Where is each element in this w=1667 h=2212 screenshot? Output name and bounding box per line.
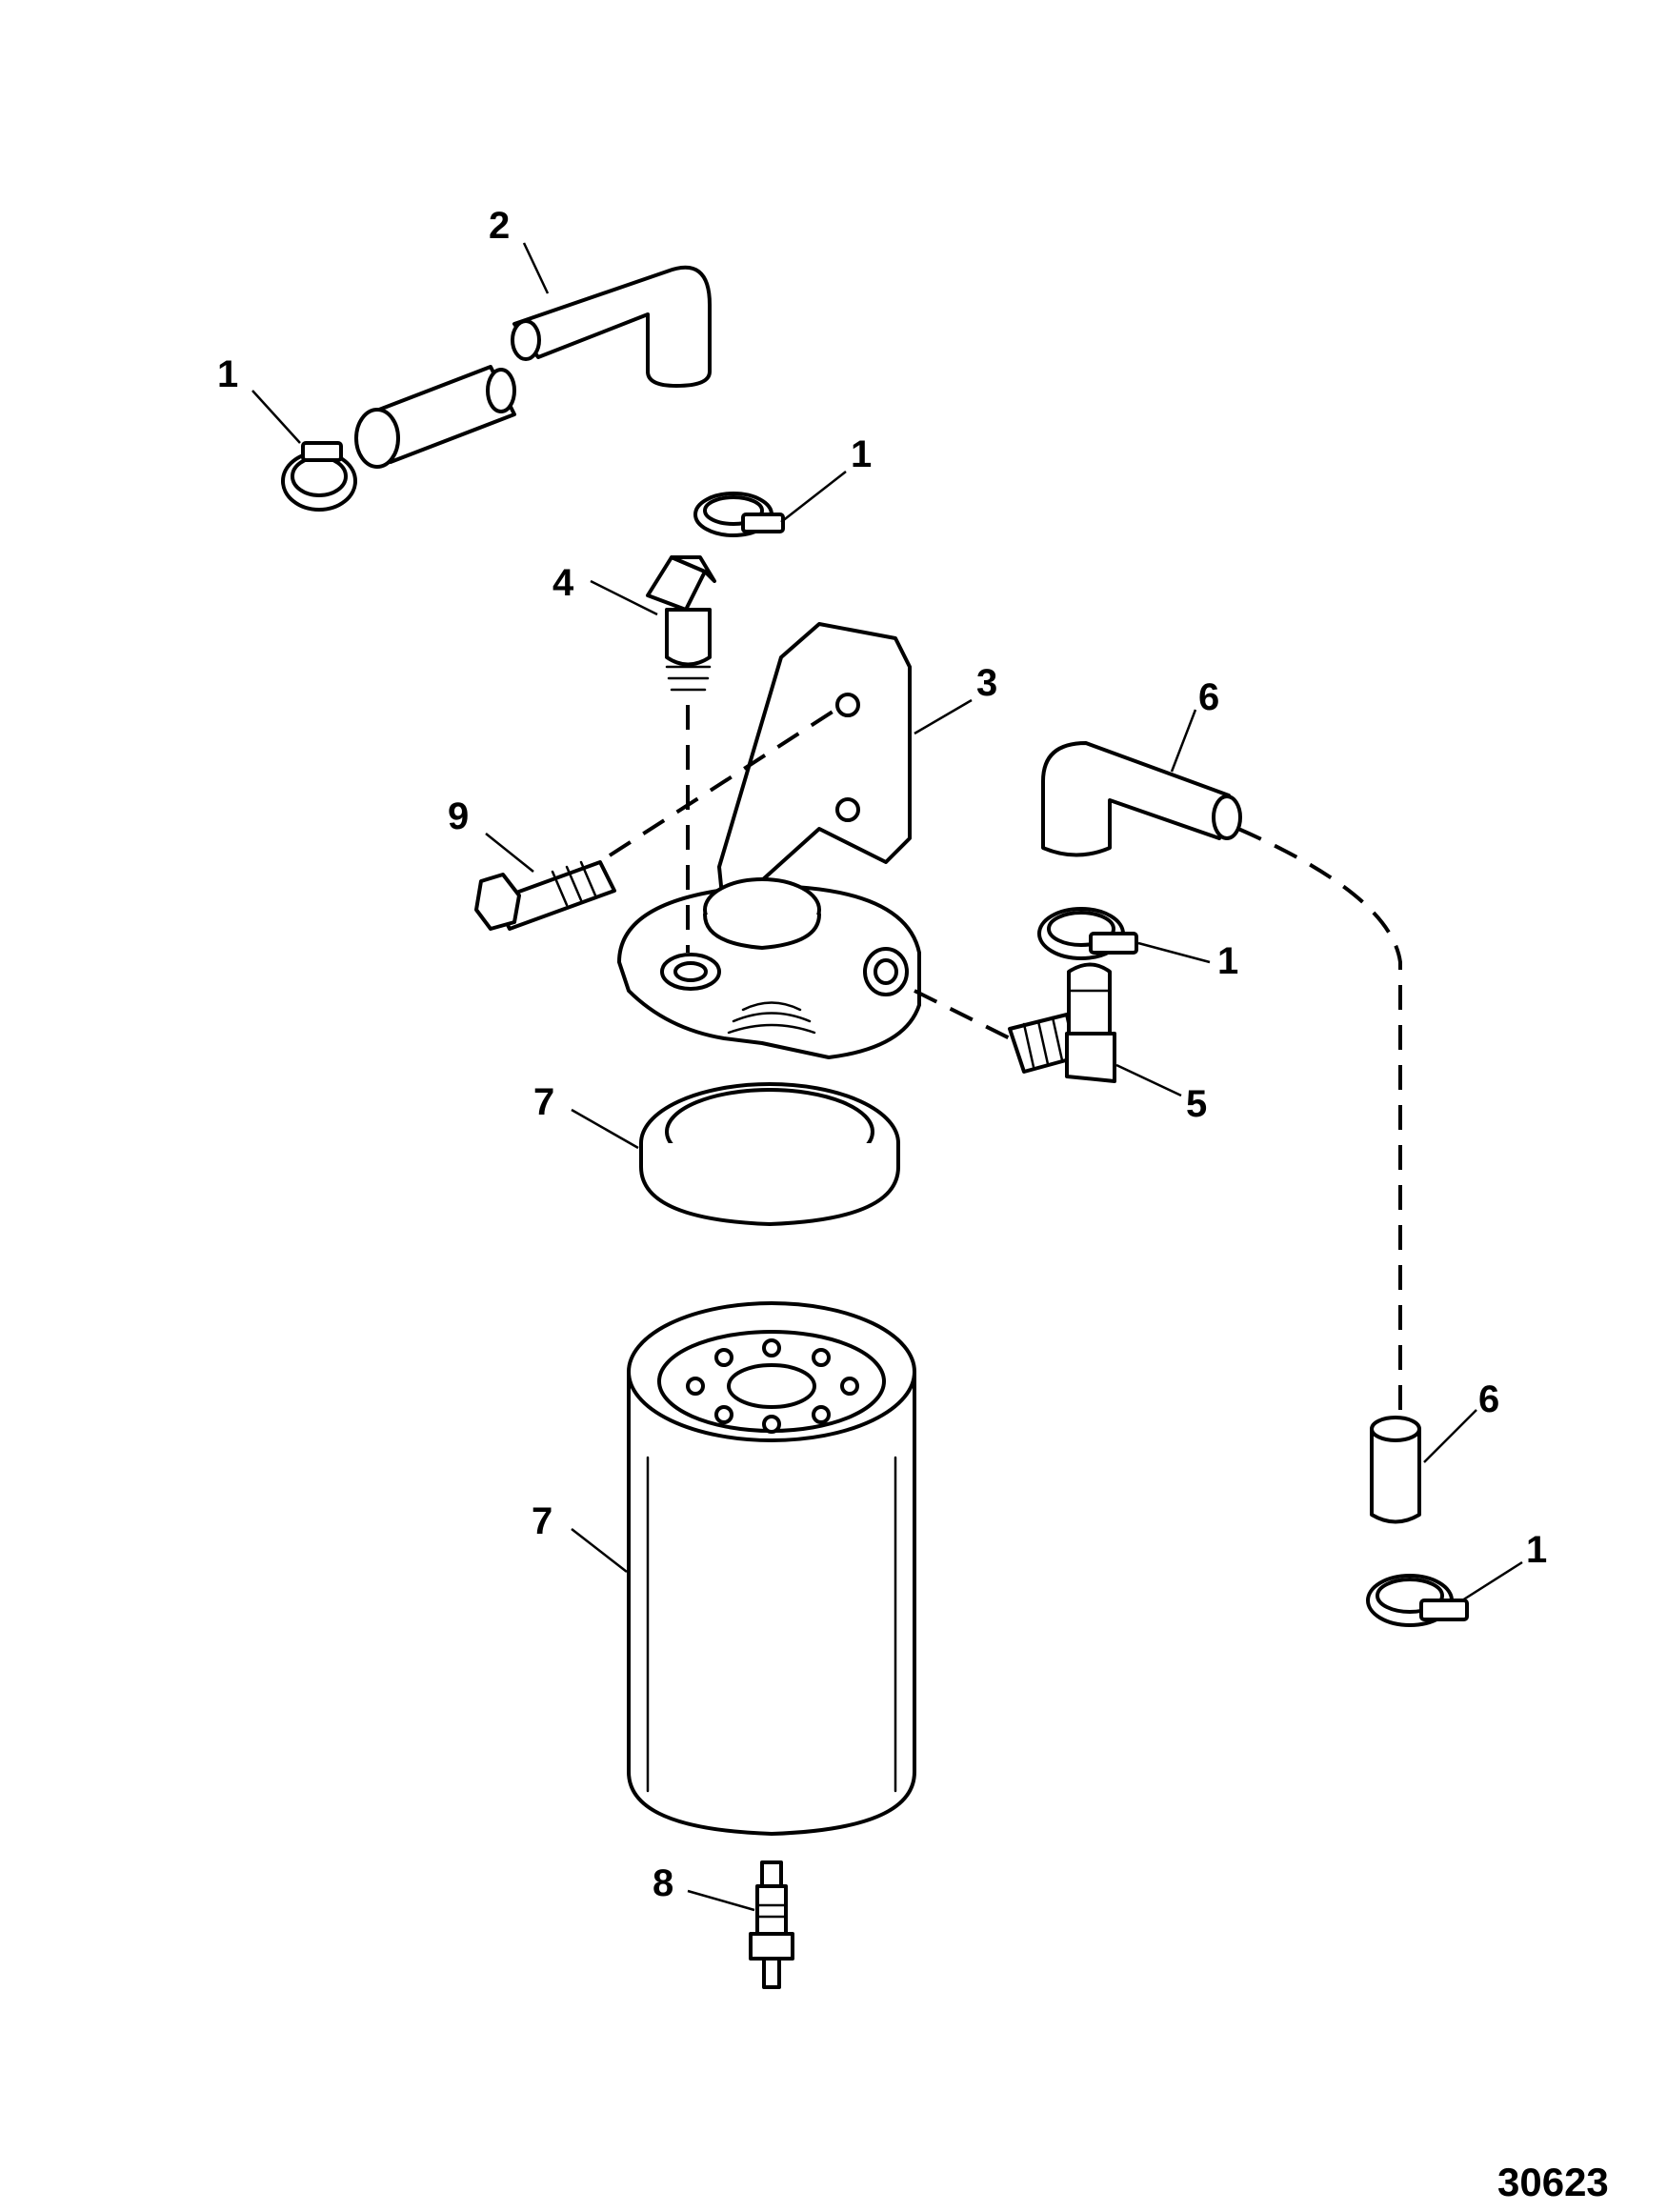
hose-clamp-right-upper — [1037, 907, 1138, 960]
figure-number: 30623 — [1497, 2160, 1609, 2204]
leader-lines — [251, 242, 1523, 1912]
callout-4: 4 — [552, 562, 574, 604]
assembly-lines — [608, 703, 1402, 1424]
callout-1-upper-center: 1 — [851, 433, 872, 475]
bolt-part-9 — [474, 860, 616, 931]
callout-6-upper: 6 — [1198, 676, 1219, 718]
hose-clamp-upper-center — [693, 492, 785, 537]
callout-5: 5 — [1186, 1083, 1207, 1125]
callout-8: 8 — [653, 1862, 673, 1904]
filter-head-part-3 — [617, 622, 921, 1059]
hose-clamp-upper-left — [281, 441, 357, 512]
hose-part-2 — [354, 265, 712, 469]
callout-1-right-lower: 1 — [1526, 1529, 1547, 1571]
callout-6-lower: 6 — [1478, 1378, 1499, 1420]
hose-part-6-lower — [1370, 1416, 1421, 1524]
callout-2: 2 — [489, 205, 510, 247]
hose-clamp-right-lower — [1366, 1574, 1469, 1627]
callout-7-canister: 7 — [532, 1500, 552, 1542]
drain-sensor-part-8 — [749, 1860, 794, 1989]
fitting-part-4 — [646, 555, 716, 692]
callout-1-upper-left: 1 — [217, 353, 238, 395]
callout-labels: 1 2 1 4 3 6 9 1 5 7 6 7 1 8 — [217, 205, 1547, 1904]
hose-part-6-upper — [1041, 741, 1242, 857]
callout-3: 3 — [976, 662, 997, 704]
callout-7-seal: 7 — [533, 1081, 554, 1123]
callout-9: 9 — [448, 795, 469, 837]
filter-canister-part-7 — [627, 1301, 916, 1836]
fitting-part-5 — [1008, 962, 1116, 1083]
callout-1-right-upper: 1 — [1217, 940, 1238, 982]
seal-part-7 — [639, 1082, 900, 1226]
